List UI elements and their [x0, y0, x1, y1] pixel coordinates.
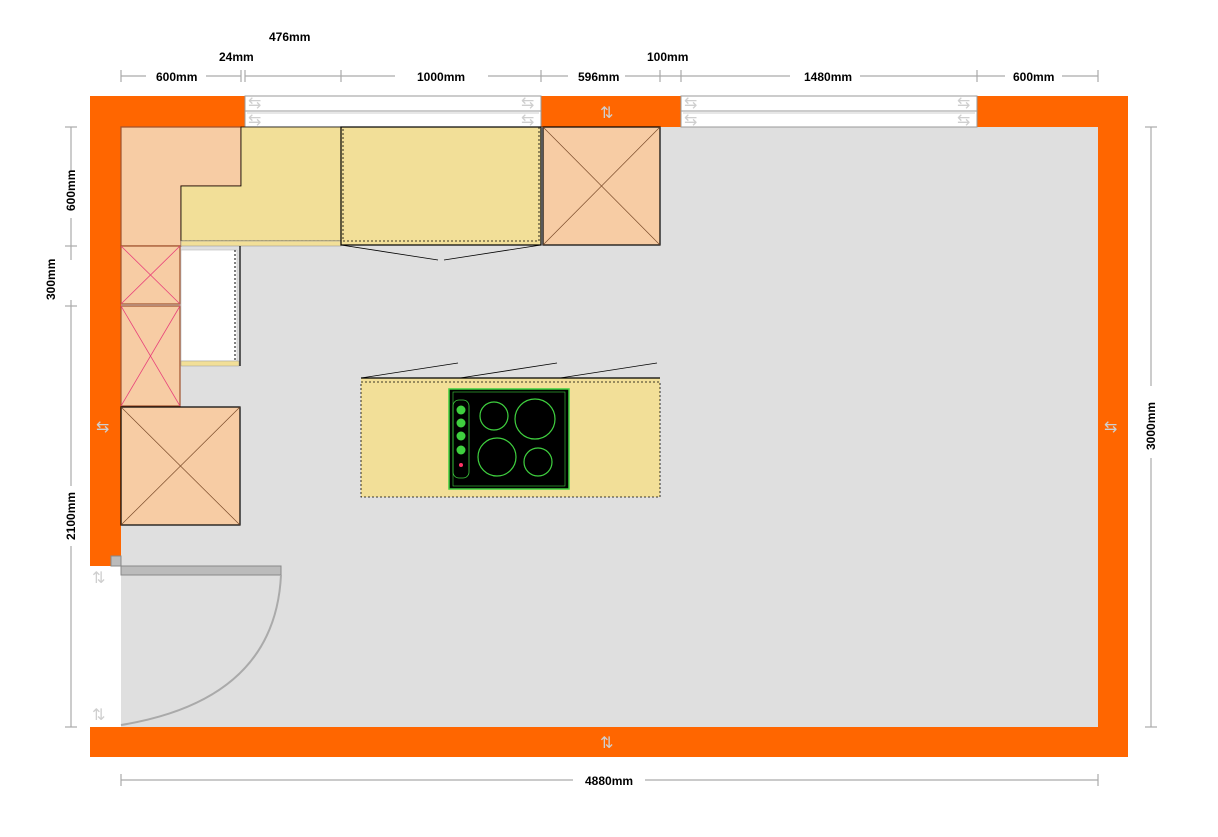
door-swing-arc: [120, 574, 282, 726]
right-dimension-line: [1145, 126, 1157, 728]
window-arrow-icon: ⇆: [521, 93, 534, 112]
door-opening: [90, 566, 121, 727]
wall-arrow-icon: ⇅: [600, 103, 613, 122]
dimension-label: 1480mm: [804, 70, 852, 84]
top-dimension-line: [120, 70, 1099, 82]
window-arrow-icon: ⇆: [957, 93, 970, 112]
hob[interactable]: [448, 388, 570, 490]
wall-arrow-icon: ⇆: [1104, 417, 1117, 436]
dimension-label: 476mm: [269, 30, 310, 44]
left-dimension-line: [65, 126, 77, 728]
hob-ring-back-left: [479, 401, 509, 431]
dimension-label: 100mm: [647, 50, 688, 64]
base-unit-door-left: [340, 244, 439, 261]
appliance-left-2[interactable]: [120, 305, 181, 407]
window-arrow-icon: ⇆: [684, 110, 697, 129]
window-top-left[interactable]: [244, 95, 542, 128]
hob-ring-front-right: [523, 447, 553, 477]
tall-cabinet-lower-left[interactable]: [120, 406, 241, 526]
door-leaf[interactable]: [120, 565, 282, 576]
base-unit-inner-dashed: [342, 126, 540, 242]
hob-knobs: [456, 405, 466, 467]
dimension-label: 24mm: [219, 50, 254, 64]
dimension-label: 600mm: [64, 170, 78, 211]
window-arrow-icon: ⇆: [248, 110, 261, 129]
window-arrow-icon: ⇆: [957, 110, 970, 129]
window-arrow-icon: ⇆: [521, 110, 534, 129]
dimension-label: 4880mm: [585, 774, 633, 788]
dimension-label: 300mm: [44, 259, 58, 300]
dimension-label: 3000mm: [1144, 402, 1158, 450]
window-arrow-icon: ⇆: [684, 93, 697, 112]
window-arrow-icon: ⇆: [248, 93, 261, 112]
dimension-label: 1000mm: [417, 70, 465, 84]
dimension-label: 596mm: [578, 70, 619, 84]
bottom-dimension-line: [120, 774, 1099, 786]
appliance-left-1[interactable]: [120, 245, 181, 305]
dimension-label: 2100mm: [64, 492, 78, 540]
wall-arrow-icon: ⇆: [96, 417, 109, 436]
door-arrow-icon: ⇅: [92, 568, 105, 587]
tall-cabinet-top-right[interactable]: [542, 126, 661, 246]
white-unit[interactable]: [180, 246, 241, 367]
door-frame-post: [110, 555, 122, 567]
wall-arrow-icon: ⇅: [600, 733, 613, 752]
door-arrow-icon: ⇅: [92, 705, 105, 724]
window-top-right[interactable]: [680, 95, 978, 128]
base-unit-1000[interactable]: [340, 126, 542, 246]
dimension-label: 600mm: [1013, 70, 1054, 84]
base-unit-door-right: [443, 244, 542, 261]
hob-ring-front-left: [477, 437, 517, 477]
worktop-strip: [180, 240, 342, 247]
dimension-label: 600mm: [156, 70, 197, 84]
hob-ring-back-right: [514, 398, 556, 440]
